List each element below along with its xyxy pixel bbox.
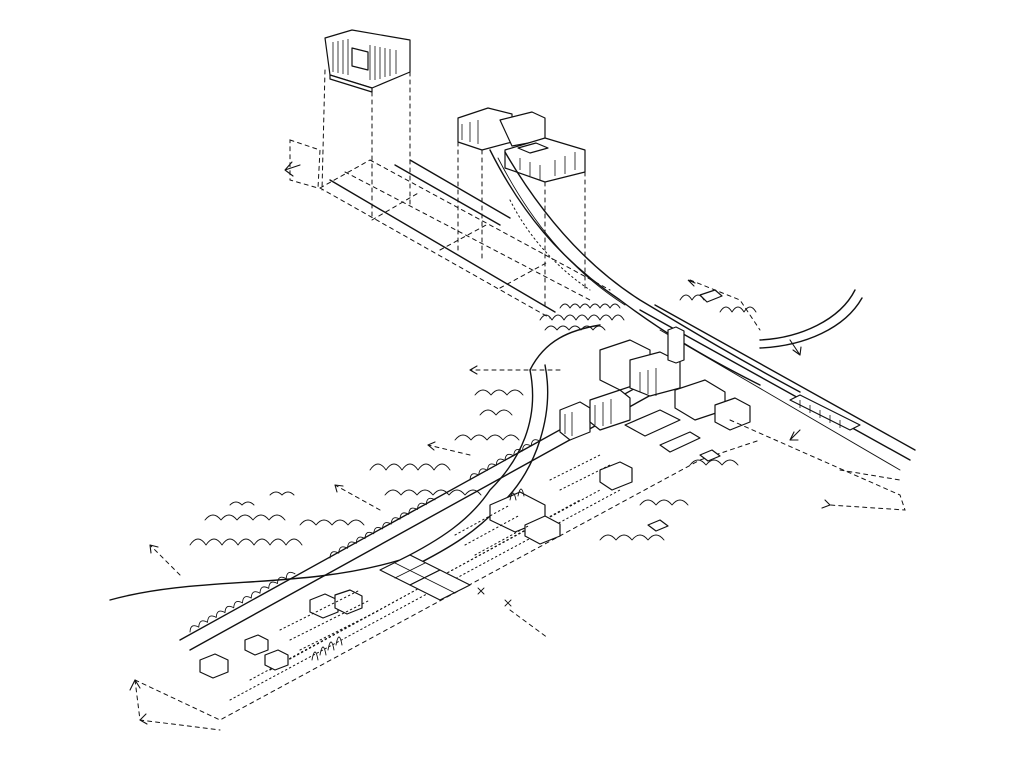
projection-lines: [321, 69, 586, 311]
left-arrows: [149, 365, 561, 576]
lower-fields-plan: [129, 439, 761, 731]
road-curve-right: [759, 289, 863, 349]
station-buildings: [599, 326, 751, 431]
floating-building-middle: [457, 107, 586, 183]
central-buildings: [559, 389, 701, 453]
tree-clouds-left: [189, 389, 524, 546]
station-platform-right: [789, 394, 861, 431]
right-zone-outline: [729, 419, 906, 511]
scissor-markers: [477, 587, 549, 639]
upper-ground-plan: [284, 139, 611, 319]
house-cluster-top-right: [679, 279, 802, 356]
tree-clouds-right-lower: [599, 449, 739, 541]
hedgerow-along-track: [189, 439, 541, 633]
floating-building-left: [324, 29, 411, 93]
tree-cluster-junction: [539, 303, 625, 331]
cypress-trees: [311, 488, 525, 661]
stipple-fields: [279, 454, 611, 651]
main-railway: [179, 304, 916, 651]
